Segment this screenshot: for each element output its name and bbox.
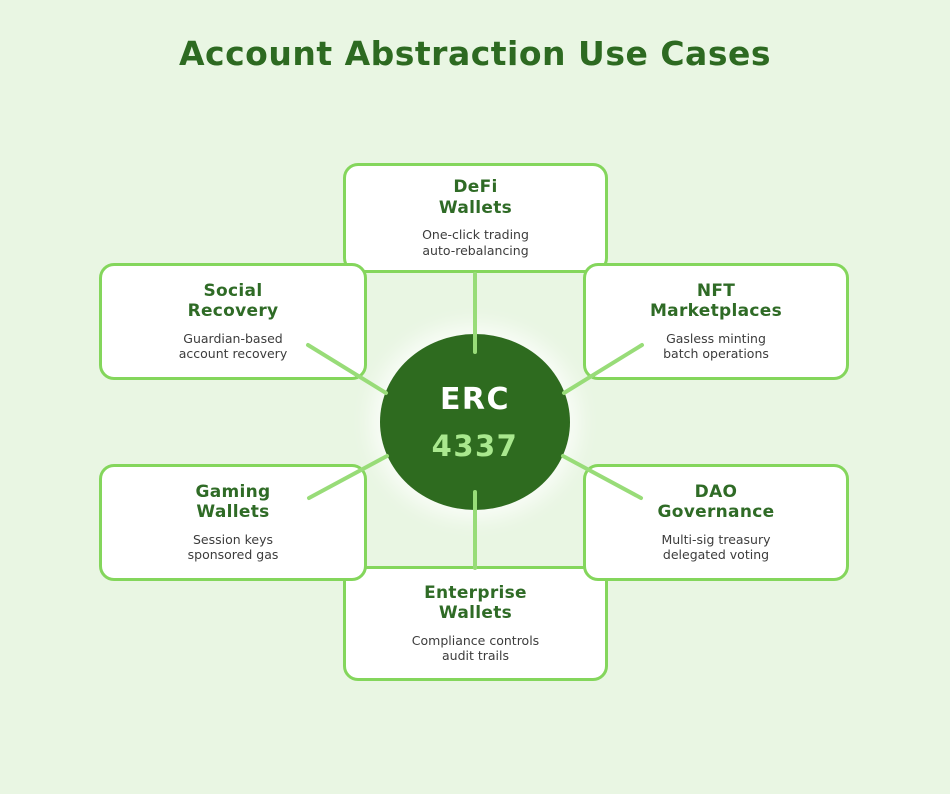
node-title: Enterprise Wallets xyxy=(424,582,527,624)
node-title: DAO Governance xyxy=(657,481,775,523)
node-description: Guardian-based account recovery xyxy=(178,330,288,362)
center-label-primary: ERC xyxy=(439,381,511,417)
node-gaming-wallets: Gaming Wallets Session keys sponsored ga… xyxy=(99,464,367,581)
node-defi-wallets: DeFi Wallets One-click trading auto-reba… xyxy=(343,163,608,273)
center-node-erc-4337: ERC 4337 xyxy=(380,334,570,510)
node-description: Compliance controls audit trails xyxy=(411,632,540,664)
node-nft-marketplaces: NFT Marketplaces Gasless minting batch o… xyxy=(583,263,849,380)
node-description: Multi-sig treasury delegated voting xyxy=(661,531,771,563)
node-title: NFT Marketplaces xyxy=(649,280,783,322)
node-social-recovery: Social Recovery Guardian-based account r… xyxy=(99,263,367,380)
node-description: Gasless minting batch operations xyxy=(663,330,769,362)
node-description: One-click trading auto-rebalancing xyxy=(422,227,529,258)
node-dao-governance: DAO Governance Multi-sig treasury delega… xyxy=(583,464,849,581)
center-label-secondary: 4337 xyxy=(431,428,519,463)
node-title: DeFi Wallets xyxy=(438,177,513,218)
node-enterprise-wallets: Enterprise Wallets Compliance controls a… xyxy=(343,566,608,681)
node-description: Session keys sponsored gas xyxy=(187,531,279,563)
page-title: Account Abstraction Use Cases xyxy=(179,34,771,73)
node-title: Gaming Wallets xyxy=(195,481,271,523)
node-title: Social Recovery xyxy=(187,280,279,322)
